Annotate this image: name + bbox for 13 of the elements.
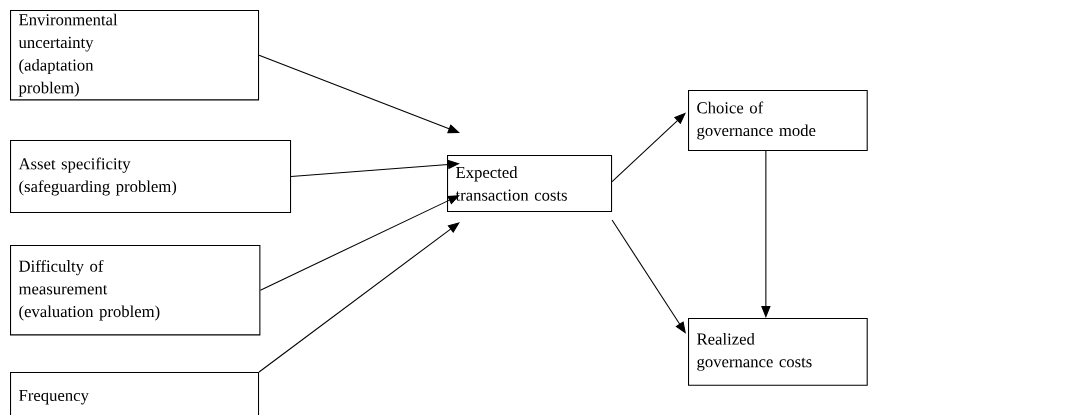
process-box: Asset specificity (safeguarding problem) bbox=[10, 140, 292, 214]
process-box: Frequency bbox=[10, 372, 260, 415]
process-box: Realized governance costs bbox=[688, 318, 868, 386]
arrow bbox=[259, 195, 460, 291]
arrow bbox=[290, 159, 460, 178]
arrow bbox=[761, 150, 771, 318]
process-box: Difficulty of measurement (evaluation problem) bbox=[10, 245, 261, 336]
process-box: Expected transaction costs bbox=[447, 155, 613, 213]
arrow bbox=[611, 219, 686, 334]
process-box: Environmental uncertainty (adaptation problem) bbox=[10, 10, 260, 101]
arrow bbox=[258, 222, 460, 373]
process-box: Choice of governance mode bbox=[688, 90, 868, 152]
arrow bbox=[258, 54, 460, 134]
